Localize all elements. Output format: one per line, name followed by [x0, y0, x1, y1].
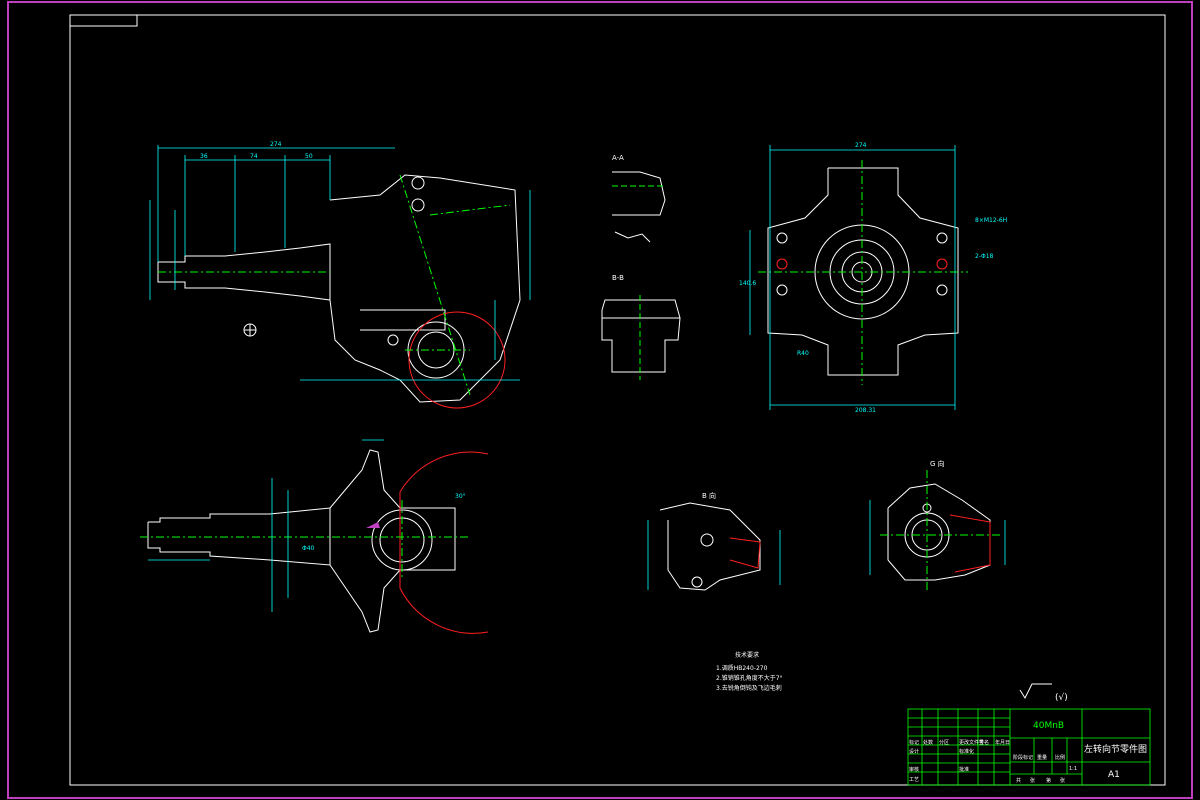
title-block-label: 设计 [909, 748, 919, 755]
tech-req-item: 1.调质HB240-270 [716, 664, 768, 672]
title-block-label: 批准 [959, 766, 969, 773]
title-block-sheet: 张 [1030, 777, 1035, 784]
top-left-tag-box [69, 14, 138, 27]
section-bb-label: B-B [612, 274, 624, 282]
view-b [659, 502, 761, 591]
flange-red-holes [776, 258, 948, 270]
main-dim-2: 74 [250, 153, 258, 160]
view-b-label: B 向 [702, 491, 716, 500]
title-block-sheet: 张 [1060, 777, 1065, 784]
view-b-dimensions [647, 520, 781, 590]
title-block-header: 签名 [979, 739, 989, 746]
view-g-label: G 向 [930, 459, 945, 468]
main-dimensions [149, 145, 531, 381]
drawing-title: 左转向节零件图 [1084, 743, 1147, 755]
inner-frame [69, 14, 1166, 786]
flange-dim-r: R40 [797, 350, 809, 357]
main-dim-overall: 274 [270, 141, 282, 148]
title-block-label: 审核 [909, 766, 919, 773]
top-view-centerlines [140, 500, 470, 580]
tech-req-item: 3.去锐角倒钝及飞边毛刺 [716, 684, 782, 692]
title-block-header: 标记 [909, 739, 919, 746]
title-block-stage: 比例 [1055, 754, 1065, 761]
sheet-size-label: A1 [1108, 770, 1120, 780]
flange-dim-bottom: 208.31 [855, 407, 876, 414]
title-block-label: 工艺 [909, 777, 919, 783]
view-g-centerlines [880, 470, 1000, 590]
tech-req-title: 技术要求 [735, 651, 759, 659]
flange-dimensions [749, 145, 956, 410]
material-label: 40MnB [1033, 721, 1064, 731]
roughness-note: (√) [1055, 692, 1068, 703]
title-block-sheet: 共 [1016, 777, 1021, 784]
section-bb [601, 295, 681, 380]
title-block-sheet: 第 [1046, 777, 1051, 784]
flange-bolt-note: 8×M12-6H [975, 217, 1007, 224]
outer-border [7, 1, 1193, 799]
view-b-red-edge [729, 537, 761, 569]
top-view-purple-mark [366, 522, 380, 528]
flange-dim-width: 274 [855, 142, 867, 149]
title-block-header: 年月日 [995, 739, 1010, 746]
tech-req-item: 2.锥销锥孔角度不大于7° [716, 674, 783, 682]
main-dim-1: 36 [200, 153, 208, 160]
top-view-red-arc [399, 451, 489, 634]
main-hidden-arc [408, 311, 506, 409]
title-block-scale: 1:1 [1069, 766, 1077, 772]
roughness-symbol [1019, 683, 1052, 700]
title-block [907, 708, 1151, 786]
top-view-dimensions [148, 439, 384, 612]
main-centerlines [399, 174, 511, 396]
title-block-label: 标准化 [959, 748, 974, 755]
view-g-red-contour [949, 514, 991, 573]
flange-center-note: 2-Φ18 [975, 253, 994, 260]
flange-dim-h: 140.6 [739, 280, 756, 287]
section-aa-label: A-A [612, 154, 624, 162]
title-block-stage: 阶段标记 [1013, 754, 1033, 761]
title-block-header: 分区 [939, 739, 949, 746]
title-block-stage: 重量 [1037, 754, 1047, 761]
section-aa [612, 171, 666, 243]
flange-centerlines [758, 160, 968, 385]
main-dim-3: 50 [305, 153, 313, 160]
title-block-header: 处数 [923, 739, 933, 746]
view-g-dimensions [869, 500, 1006, 575]
title-block-header: 更改文件号 [959, 739, 984, 746]
top-view-dim-angle: 30° [455, 493, 466, 500]
top-view-dim-d: Φ40 [302, 545, 315, 552]
